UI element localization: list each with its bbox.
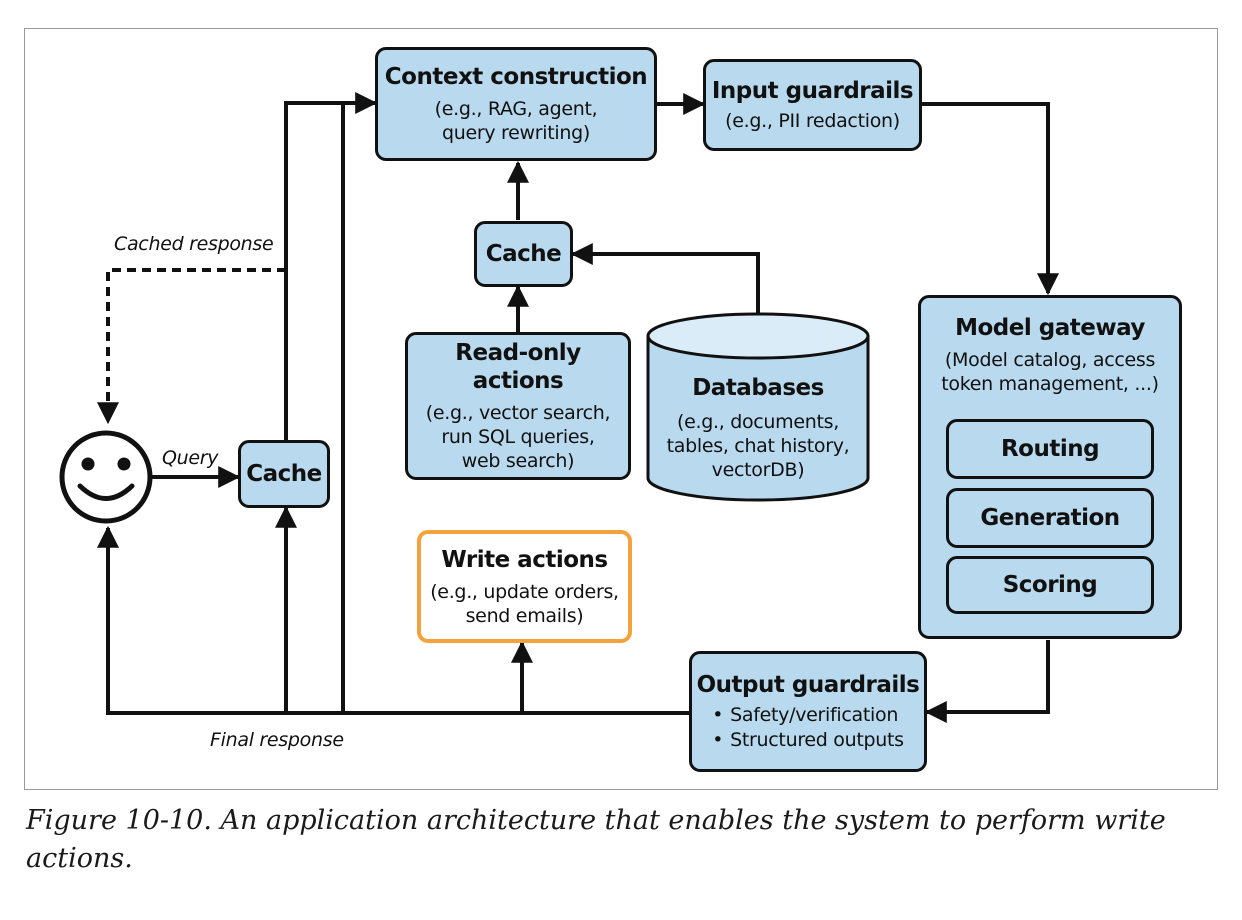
final-response-label: Final response [210, 729, 344, 751]
context-construction-title: Context construction [384, 64, 648, 90]
edge-cached-response [97, 268, 286, 425]
write-actions-node: Write actions (e.g., update orders, send… [417, 530, 632, 643]
output-guardrails-title: Output guardrails [696, 671, 920, 698]
cache-top-node: Cache [474, 221, 573, 287]
output-guardrails-bullet: Structured outputs [712, 728, 904, 753]
model-gateway-title: Model gateway [955, 315, 1145, 341]
output-guardrails-bullet: Safety/verification [712, 703, 904, 728]
cache-top-title: Cache [485, 241, 562, 267]
edge-databases-to-cache [570, 243, 760, 314]
write-actions-desc-1: (e.g., update orders, [430, 580, 619, 603]
edge-cache-to-context [284, 92, 378, 440]
input-guardrails-node: Input guardrails (e.g., PII redaction) [703, 59, 922, 151]
cache-left-title: Cache [246, 461, 322, 487]
databases-desc-1: (e.g., documents, [676, 411, 840, 433]
read-only-actions-desc-3: web search) [461, 450, 575, 472]
databases-title: Databases [692, 375, 824, 401]
routing-label: Routing [1000, 436, 1100, 462]
read-only-actions-desc-2: run SQL queries, [441, 426, 595, 448]
context-construction-node: Context construction (e.g., RAG, agent, … [375, 47, 657, 161]
scoring-node: Scoring [946, 556, 1154, 614]
query-label: Query [162, 447, 219, 469]
model-gateway-desc-2: token management, ...) [941, 373, 1159, 395]
input-guardrails-desc: (e.g., PII redaction) [725, 110, 900, 132]
write-actions-title: Write actions [441, 546, 608, 573]
read-only-actions-title: Read-only actions [455, 340, 581, 394]
databases-desc-2: tables, chat history, [666, 435, 850, 457]
output-guardrails-node: Output guardrails Safety/verification St… [689, 651, 927, 772]
edge-gateway-to-output [924, 640, 1050, 723]
read-only-actions-desc-1: (e.g., vector search, [425, 402, 611, 424]
routing-node: Routing [946, 419, 1154, 479]
generation-node: Generation [946, 488, 1154, 548]
databases-desc-3: vectorDB) [711, 459, 805, 481]
cached-response-label: Cached response [114, 233, 274, 255]
context-construction-desc-1: (e.g., RAG, agent, [434, 98, 598, 120]
databases-cylinder [646, 312, 870, 502]
input-guardrails-title: Input guardrails [711, 78, 914, 104]
read-only-actions-node: Read-only actions (e.g., vector search, … [405, 332, 631, 480]
write-actions-desc-2: send emails) [465, 604, 584, 627]
databases-node: Databases (e.g., documents, tables, chat… [648, 364, 868, 492]
context-construction-desc-2: query rewriting) [441, 122, 591, 144]
edge-input-guardrails-to-gateway [922, 102, 1059, 296]
cache-left-node: Cache [238, 440, 330, 508]
generation-label: Generation [980, 505, 1120, 531]
output-guardrails-bullets: Safety/verification Structured outputs [712, 703, 904, 753]
edge-final-response [97, 525, 690, 715]
figure-caption: Figure 10-10. An application architectur… [26, 805, 1166, 874]
model-gateway-desc-1: (Model catalog, access [944, 349, 1156, 371]
scoring-label: Scoring [1002, 572, 1098, 598]
user-smiley-icon [59, 430, 153, 524]
